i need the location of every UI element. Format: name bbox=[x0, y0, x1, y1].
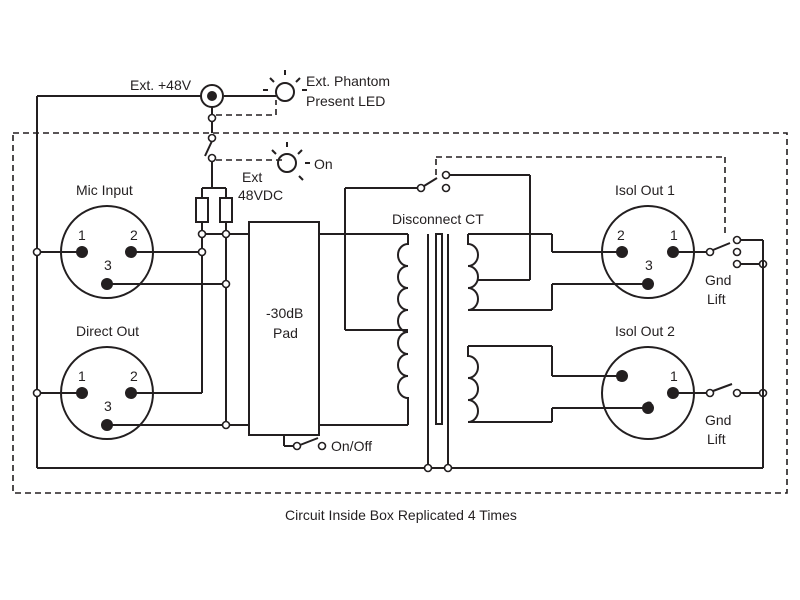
mic-pin-1: 1 bbox=[78, 227, 86, 243]
mic-input-label: Mic Input bbox=[76, 182, 133, 198]
resistor-icon bbox=[195, 197, 209, 223]
ext-48vdc-label: 48VDC bbox=[238, 187, 283, 203]
isol1-pin-3: 3 bbox=[645, 257, 653, 273]
isol-out-2-label: Isol Out 2 bbox=[615, 323, 675, 339]
ext-phantom-label: Ext. Phantom bbox=[306, 73, 390, 89]
ext-label: Ext bbox=[242, 169, 262, 185]
isol1-pin-2: 2 bbox=[617, 227, 625, 243]
on-off-label: On/Off bbox=[331, 438, 372, 454]
ext-48v-label: Ext. +48V bbox=[130, 77, 192, 93]
mic-pin-3: 3 bbox=[104, 257, 112, 273]
mic-pin-2: 2 bbox=[130, 227, 138, 243]
enclosure-box bbox=[12, 132, 788, 494]
gnd-lift-2-label: Gnd bbox=[705, 412, 731, 428]
transformer-icon bbox=[397, 233, 479, 468]
direct-pin-1: 1 bbox=[78, 368, 86, 384]
pad-switch-icon bbox=[292, 437, 327, 451]
gnd-lift-1-switch-icon bbox=[705, 235, 742, 269]
isol1-pin-1: 1 bbox=[670, 227, 678, 243]
ext-48vdc-switch-icon bbox=[204, 140, 217, 163]
gnd-lift-1-label: Gnd bbox=[705, 272, 731, 288]
lift-1-label: Lift bbox=[707, 291, 726, 307]
direct-pin-3: 3 bbox=[104, 398, 112, 414]
ext-48v-jack-icon bbox=[200, 84, 224, 108]
caption: Circuit Inside Box Replicated 4 Times bbox=[285, 507, 517, 523]
isol2-pin-2: 2 bbox=[617, 368, 625, 384]
present-led-label: Present LED bbox=[306, 93, 385, 109]
isol2-pin-3: 3 bbox=[645, 398, 653, 414]
pad-label-line1: -30dB bbox=[266, 305, 303, 321]
isol-out-1-label: Isol Out 1 bbox=[615, 182, 675, 198]
gnd-lift-2-switch-icon bbox=[705, 383, 742, 398]
on-label: On bbox=[314, 156, 333, 172]
resistor-icon bbox=[219, 197, 233, 223]
lift-2-label: Lift bbox=[707, 431, 726, 447]
phantom-led-icon bbox=[263, 70, 307, 102]
on-led-icon bbox=[271, 142, 310, 181]
isol2-pin-1: 1 bbox=[670, 368, 678, 384]
direct-pin-2: 2 bbox=[130, 368, 138, 384]
ct-disconnect-switch-icon bbox=[416, 170, 451, 193]
disconnect-ct-label: Disconnect CT bbox=[392, 211, 484, 227]
direct-out-label: Direct Out bbox=[76, 323, 139, 339]
pad-label-line2: Pad bbox=[273, 325, 298, 341]
